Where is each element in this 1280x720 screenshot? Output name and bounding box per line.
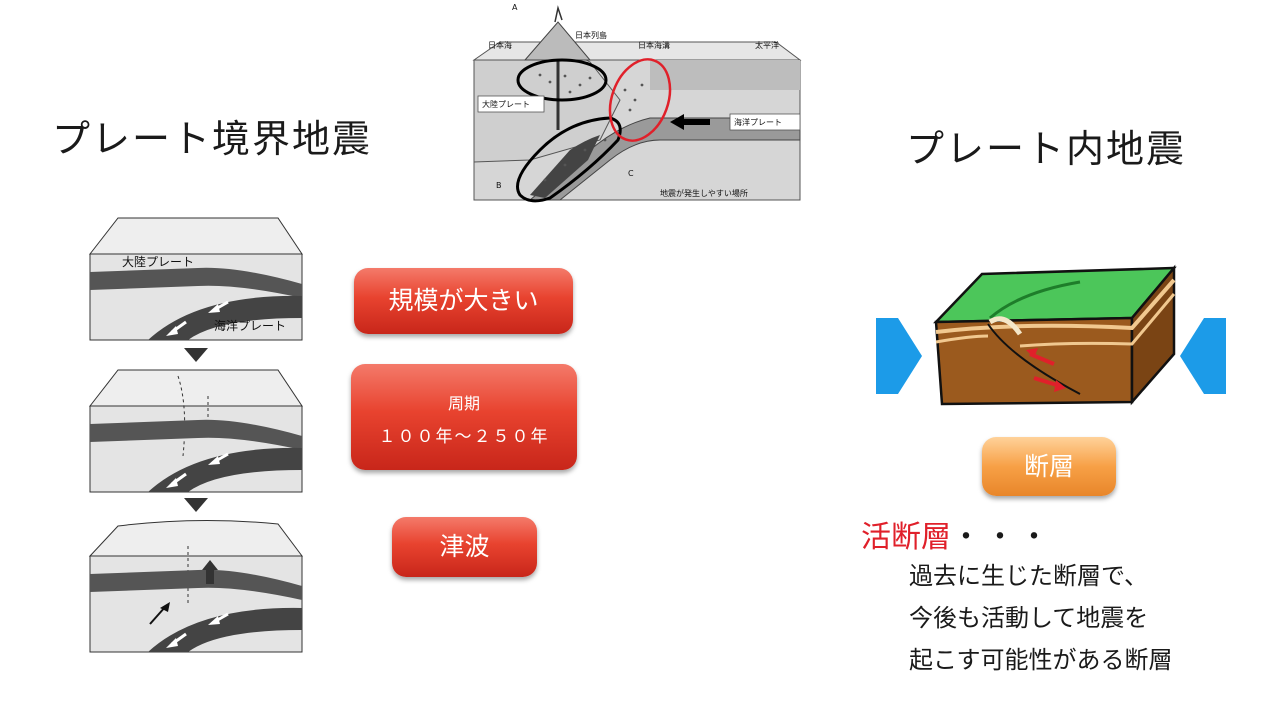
active-fault-term: 活断層	[861, 520, 951, 555]
subduction-cross-section-figure: A B C 日本海 日本列島 日本海溝 太平洋 大陸プレート 海洋プレート 地震…	[471, 1, 805, 205]
badge-period-label: 周期	[447, 394, 480, 413]
badge-tsunami: 津波	[392, 517, 537, 577]
title-plate-boundary-earthquake: プレート境界地震	[52, 117, 373, 161]
label-a: A	[512, 3, 518, 12]
active-fault-line-2: 今後も活動して地震を	[909, 604, 1149, 632]
badge-fault: 断層	[982, 437, 1116, 496]
active-fault-description: 過去に生じた断層で、 今後も活動して地震を 起こす可能性がある断層	[909, 555, 1173, 681]
plate-boundary-stages-figure: 大陸プレート 海洋プレート	[88, 217, 303, 653]
label-oceanic-plate-left: 海洋プレート	[214, 318, 286, 333]
label-continental-plate-top: 大陸プレート	[482, 99, 530, 109]
legend-earthquake-locations: 地震が発生しやすい場所	[660, 188, 748, 198]
label-b: B	[496, 181, 502, 190]
compression-arrow-right	[1180, 318, 1226, 394]
stage-1-block: 大陸プレート 海洋プレート	[88, 217, 303, 341]
stage-2-block	[88, 369, 303, 493]
active-fault-line-1: 過去に生じた断層で、	[909, 562, 1149, 590]
fault-block-diagram	[876, 264, 1226, 406]
label-japan-sea: 日本海	[488, 40, 512, 50]
badge-large-scale: 規模が大きい	[354, 268, 573, 334]
down-arrow-1	[184, 348, 208, 362]
stage-3-block	[88, 519, 303, 653]
active-fault-line-3: 起こす可能性がある断層	[909, 646, 1173, 674]
compression-arrow-left	[876, 318, 922, 394]
down-arrow-2	[184, 498, 208, 512]
label-pacific: 太平洋	[755, 40, 779, 50]
badge-period-range: １００年〜２５０年	[378, 427, 550, 447]
active-fault-heading: 活断層・・・	[861, 512, 1053, 556]
label-c: C	[628, 169, 634, 178]
active-fault-dots: ・・・	[951, 520, 1053, 555]
label-japan-trench: 日本海溝	[638, 40, 670, 50]
label-japan-islands: 日本列島	[575, 30, 607, 40]
title-intraplate-earthquake: プレート内地震	[906, 127, 1187, 171]
label-continental-plate-left: 大陸プレート	[122, 255, 194, 269]
badge-period: 周期 １００年〜２５０年	[351, 364, 577, 470]
label-oceanic-plate-top: 海洋プレート	[734, 117, 782, 127]
